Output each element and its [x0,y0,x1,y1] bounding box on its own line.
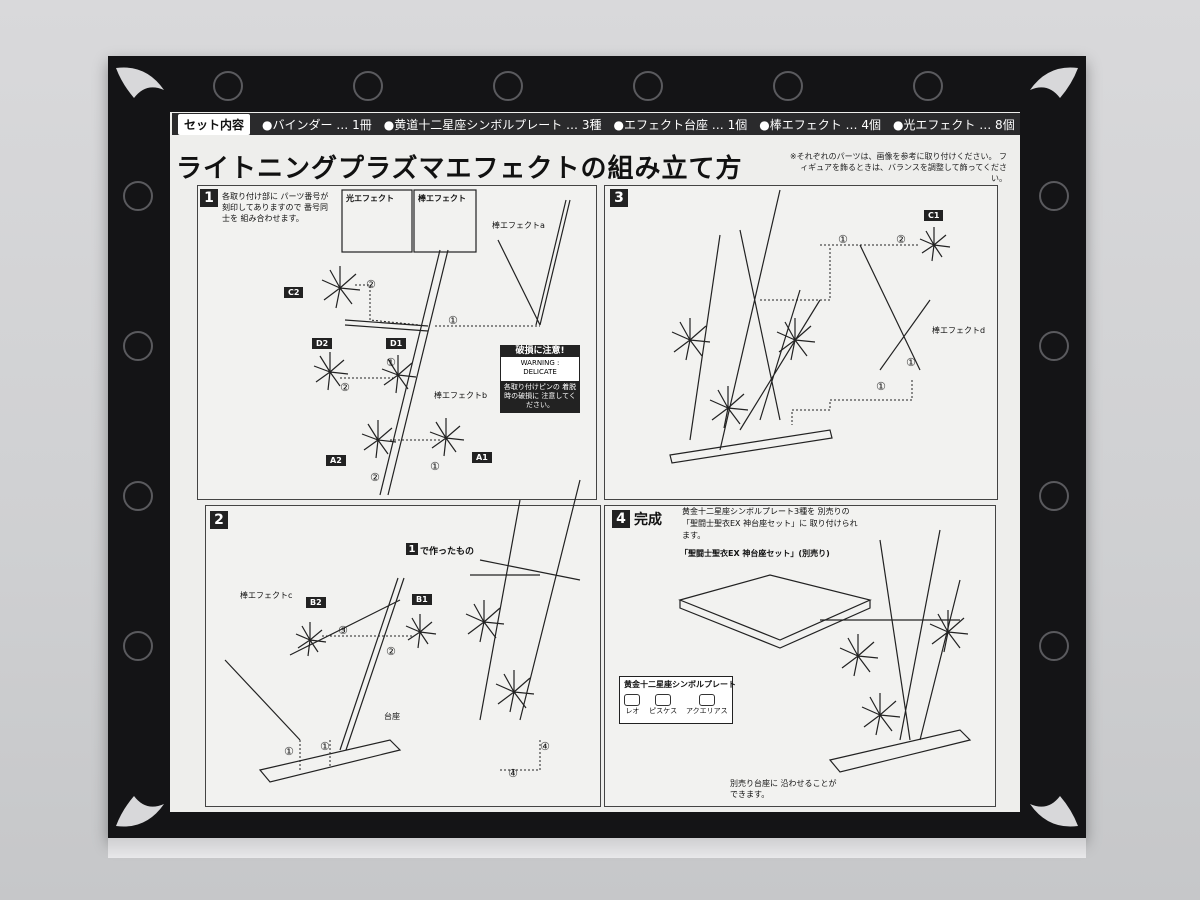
callout-1-rod-d-b: ① [906,356,916,369]
part-a2: A2 [326,455,346,466]
step-3-number: 3 [610,189,628,207]
leo-icon [624,694,641,706]
step-2-number: 2 [210,511,228,529]
pisces-icon [655,694,672,706]
star-step3-c [709,386,749,429]
star-step3-a [671,318,711,361]
assembly-note: ※それぞれのパーツは、画像を参考に取り付けください。 フィギュアを飾るときは、バ… [789,152,1007,183]
star-step2-b [495,670,535,713]
callout-2-c1: ② [896,233,906,246]
warning-title: 破損に注意! [501,346,579,357]
star-a1 [429,418,465,457]
callout-2-c2: ② [366,278,376,291]
callout-1-rod-a: ① [448,314,458,327]
star-step4-a [839,634,879,677]
star-step4-c [929,610,969,653]
callout-4-base: ④ [508,767,518,780]
set-contents-bar: セット内容 ●バインダー … 1冊 ●黄道十二星座シンボルプレート … 3種 ●… [172,113,1020,135]
part-d1: D1 [386,338,407,349]
god-stand [678,574,872,641]
callout-2-d2: ② [340,381,350,394]
step-3-panel [604,185,998,500]
callout-4-top: ④ [540,740,550,753]
step-2-panel [205,505,601,807]
zodiac-border [116,67,1078,827]
plate-pisces-label: ピスケス [649,707,678,715]
step3-base [669,429,833,464]
rod-b-label: 棒エフェクトb [434,391,488,400]
step-4-number: 4 [612,510,630,528]
part-c2: C2 [284,287,304,298]
plate-leo: レオ [624,694,641,716]
step-4-heading: 完成 [634,512,662,528]
made-in-step-1-num: 1 [406,543,418,555]
stand-label: 「聖闘士聖衣EX 神台座セット」(別売り) [680,549,830,558]
step-4-text: 黄金十二星座シンボルプレート3種を 別売りの「聖闘士聖衣EX 神台座セット」に … [682,507,858,540]
aquarius-icon [698,694,715,706]
part-c1: C1 [924,210,944,221]
step-4-panel [604,505,996,807]
callout-3-b2: ③ [338,624,348,637]
plates-label: 黄金十二星座シンボルプレート [624,680,736,689]
part-b2: B2 [306,597,326,608]
page-title: ライトニングプラズマエフェクトの組み立て方 [176,154,743,184]
callout-1-d1: ① [386,356,396,369]
plate-leo-label: レオ [625,707,640,715]
plate-aquarius: アクエリアス [686,694,728,716]
part-a1: A1 [472,452,492,463]
star-b2 [295,622,327,657]
legend-light-label: 光エフェクト [346,194,394,203]
warning-body: 各取り付けピンの 着脱時の破損に 注意してください。 [501,381,579,412]
star-d1 [381,355,417,394]
callout-1-rod-d: ① [876,380,886,393]
set-contents-label: セット内容 [178,113,251,135]
step2-base [258,739,402,783]
step-1-instruction: 各取り付け部に パーツ番号が 刻印してありますので 番号同士を 組み合わせます。 [222,192,329,223]
star-c1 [919,227,951,262]
callout-1-c1: ① [838,233,848,246]
part-b1: B1 [412,594,432,605]
box-bottom-edge [108,838,1086,858]
callout-1-a1: ① [430,460,440,473]
plates-box: 黄金十二星座シンボルプレート レオ ピスケス アクエリアス [619,676,736,724]
legend-rod-box [413,189,477,253]
callout-1-rod-c-b: ① [320,740,330,753]
set-contents-items: ●バインダー … 1冊 ●黄道十二星座シンボルプレート … 3種 ●エフェクト台… [262,117,1015,132]
part-d2: D2 [312,338,333,349]
star-step4-b [861,693,901,736]
legend-rod-label: 棒エフェクト [418,194,466,203]
star-d2 [313,352,349,391]
star-step2-a [465,600,505,643]
warning-english: WARNING : DELICATE [520,359,560,376]
warning-box: 破損に注意! WARNING : DELICATE 各取り付けピンの 着脱時の破… [500,345,580,413]
star-b1 [405,614,437,649]
plate-pisces: ピスケス [649,694,677,716]
step-1-number: 1 [200,189,218,207]
plate-aquarius-label: アクエリアス [685,707,728,715]
made-in-step-1-label: で作ったもの [420,547,475,557]
star-step3-b [776,318,816,361]
callout-1-rod-c: ① [284,745,294,758]
rod-c-label: 棒エフェクトc [240,591,293,600]
step-1-panel [197,185,597,500]
legend-light-box [341,189,413,253]
step4-base [828,729,972,773]
star-c2 [321,266,361,309]
rod-d-label: 棒エフェクトd [932,326,986,335]
step-4-footer: 別売り台座に 沿わせることができます。 [730,779,837,799]
rod-a-label: 棒エフェクトa [492,221,545,230]
base-label: 台座 [384,712,400,721]
star-a2 [361,420,397,459]
callout-2-a2: ② [370,471,380,484]
callout-2-b1: ② [386,645,396,658]
